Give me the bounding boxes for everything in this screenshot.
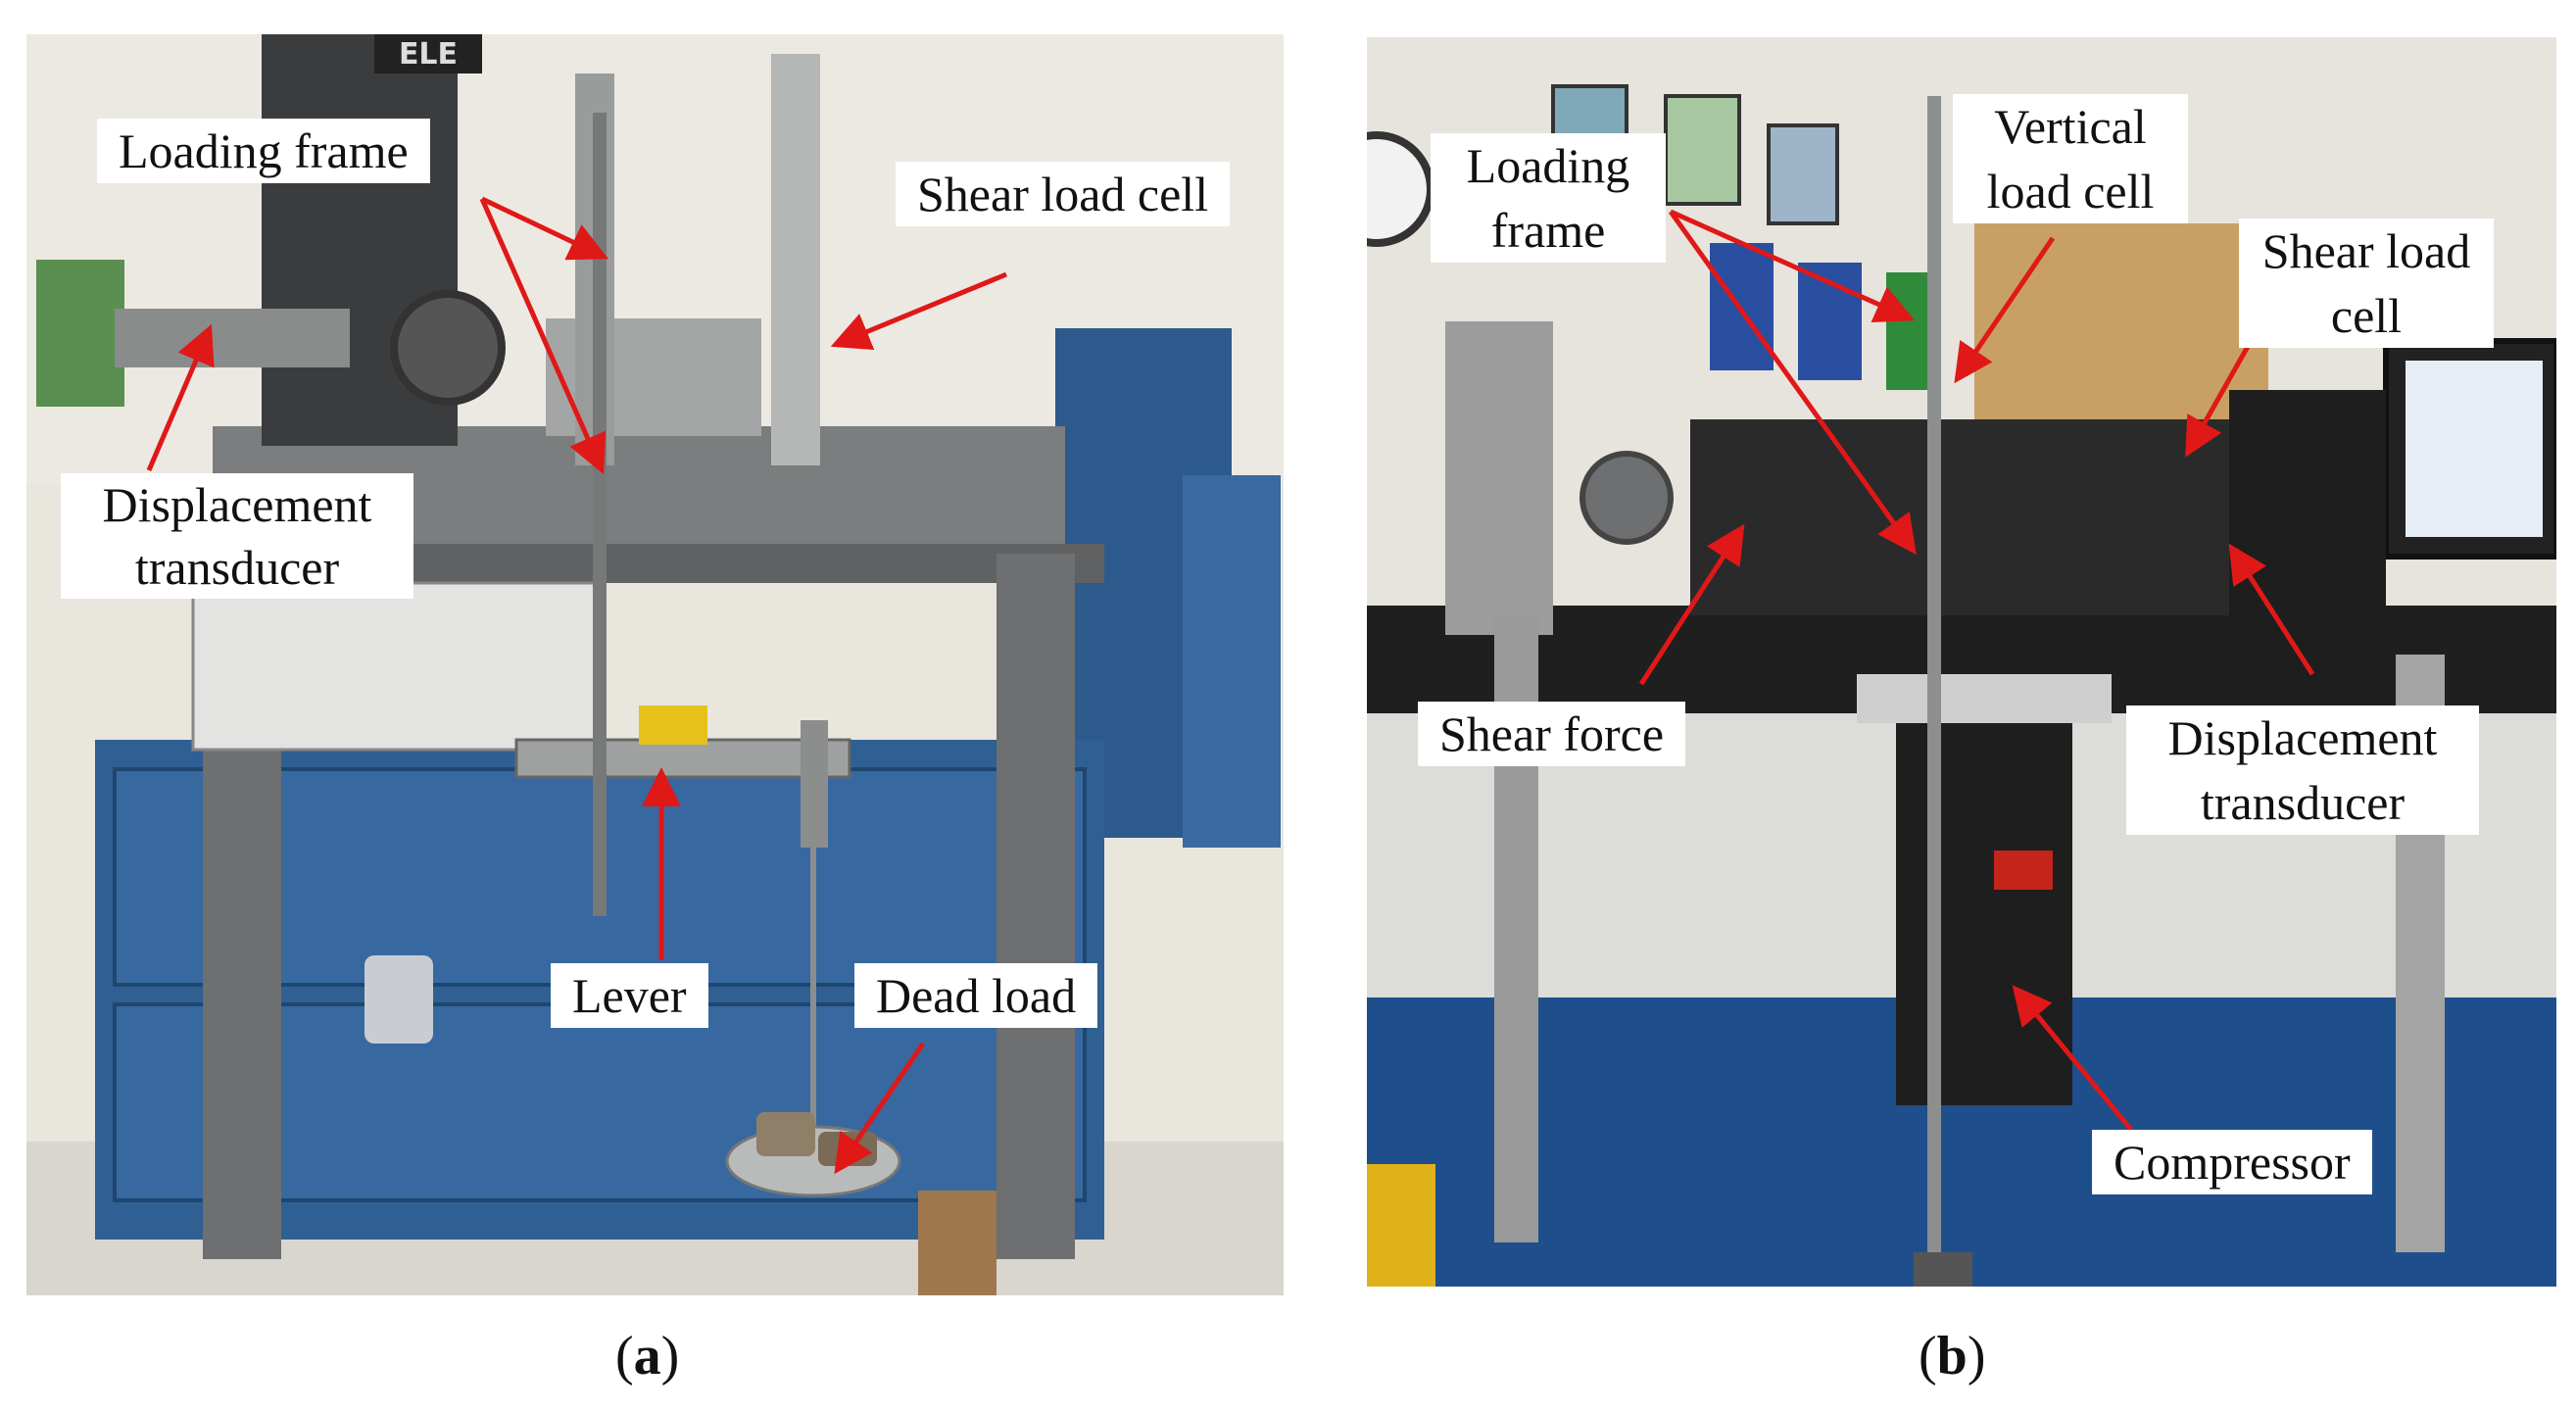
arrow-dead-load — [834, 1042, 926, 1175]
arrow-b-vertical-load-cell — [1954, 236, 2056, 384]
label-b-displacement-line1: Displacement — [2167, 710, 2438, 765]
label-shear-load-cell: Shear load cell — [896, 162, 1231, 226]
label-b-displacement-transducer: Displacement transducer — [2126, 706, 2479, 835]
arrow-b-loading-frame-2 — [1668, 210, 1917, 556]
photo-panel-a: ELE Loading frame Shear load cell — [26, 34, 1284, 1295]
label-b-loading-frame: Loading frame — [1431, 133, 1666, 263]
arrow-b-shear-load-cell — [2185, 334, 2257, 458]
label-displacement-line1: Displacement — [102, 477, 372, 532]
label-dead-load: Dead load — [854, 963, 1098, 1028]
label-b-shear-line2: cell — [2330, 288, 2403, 343]
label-b-vertical-line2: load cell — [1986, 164, 2155, 219]
label-loading-frame: Loading frame — [97, 119, 430, 183]
label-b-vertical-load-cell: Vertical load cell — [1953, 94, 2188, 223]
label-b-shear-force: Shear force — [1418, 702, 1686, 766]
label-displacement-transducer: Displacement transducer — [61, 473, 413, 599]
arrows-a — [146, 196, 1007, 1175]
label-lever: Lever — [551, 963, 708, 1028]
label-b-shear-line1: Shear load — [2261, 223, 2471, 278]
label-b-displacement-line2: transducer — [2200, 775, 2406, 830]
arrow-loading-frame-2 — [479, 197, 607, 475]
label-b-vertical-line1: Vertical — [1994, 99, 2147, 154]
label-displacement-line2: transducer — [134, 540, 340, 595]
arrow-b-shear-force — [1638, 523, 1745, 686]
label-b-shear-load-cell: Shear load cell — [2239, 219, 2494, 348]
caption-b-letter: b — [1936, 1326, 1968, 1387]
caption-b: (b) — [1919, 1326, 1986, 1387]
photo-panel-b: Loading frame Vertical load cell Shear l… — [1367, 37, 2556, 1287]
arrow-b-compressor — [2012, 985, 2133, 1132]
label-b-loading-frame-line1: Loading — [1466, 138, 1630, 193]
brand-plate: ELE — [399, 37, 458, 72]
arrow-b-displacement — [2228, 543, 2315, 676]
arrows-b — [1638, 209, 2315, 1132]
arrow-b-loading-frame-1 — [1669, 209, 1916, 323]
caption-a-letter: a — [633, 1326, 661, 1387]
caption-a: (a) — [615, 1326, 680, 1387]
arrow-shear-load-cell — [830, 271, 1007, 351]
label-b-loading-frame-line2: frame — [1490, 203, 1606, 258]
arrow-displacement — [146, 323, 215, 471]
arrow-loading-frame-1 — [480, 196, 609, 261]
label-b-compressor: Compressor — [2092, 1130, 2372, 1194]
